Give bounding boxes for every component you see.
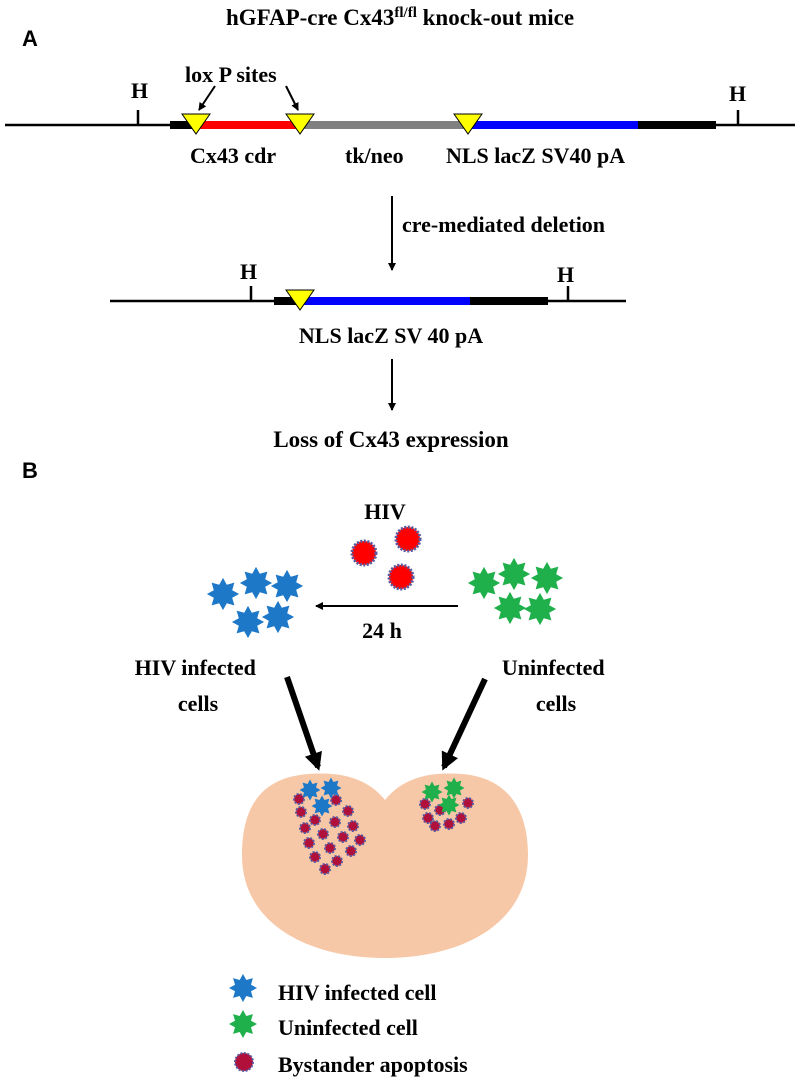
apoptosis-cluster-left [293, 793, 366, 875]
deleted-left-flank [274, 297, 300, 305]
apoptotic-cell [303, 837, 315, 849]
uninfected-cell [523, 592, 557, 626]
right-flank-segment [638, 121, 716, 129]
loxp-triangle-remaining [285, 289, 315, 311]
infected-cell [206, 577, 240, 611]
uninfected-cells-label: Uninfected cells [502, 655, 610, 716]
apoptotic-cell [462, 797, 474, 809]
apoptotic-cell [324, 842, 336, 854]
infected-transplant-arrow [284, 676, 322, 771]
infected-cell [239, 566, 273, 600]
legend-apoptosis-icon [234, 1052, 254, 1072]
legend: HIV infected cell Uninfected cell Bystan… [229, 974, 468, 1077]
apoptotic-cell [317, 828, 329, 840]
apoptotic-cell [309, 851, 321, 863]
panel-b-label: B [22, 458, 38, 483]
hiv-virion [387, 563, 415, 591]
left-flank-segment [170, 121, 196, 129]
infected-cell [299, 779, 321, 801]
cx43-cdr-segment [196, 121, 300, 129]
brain-section-shape [242, 773, 528, 958]
apoptotic-cell [342, 805, 354, 817]
legend-uninfected-label: Uninfected cell [278, 1015, 418, 1040]
apoptotic-cell [455, 812, 467, 824]
uninfected-cell [467, 566, 501, 600]
infected-cell [320, 777, 342, 799]
infected-cell [311, 795, 333, 817]
panel-a-title: hGFAP-cre Cx43fl/fl knock-out mice [226, 5, 574, 30]
brain-section [242, 773, 528, 958]
uninfected-cell [530, 561, 564, 595]
legend-infected-label: HIV infected cell [278, 980, 436, 1005]
apoptosis-cluster-right [419, 797, 474, 832]
hindiii-site-bottom-left: H [240, 259, 257, 284]
apoptotic-cell [354, 834, 366, 846]
uninfected-cells-cluster [467, 557, 564, 626]
time-label: 24 h [362, 618, 402, 643]
apoptotic-cell [347, 820, 359, 832]
panel-a-label: A [22, 26, 38, 51]
apoptotic-cell [345, 845, 357, 857]
infected-cells-label: HIV infected cells [135, 655, 262, 716]
loxp-triangle-3 [453, 113, 483, 135]
hiv-virions [350, 525, 422, 591]
infected-cell [261, 600, 295, 634]
uninfected-transplant-arrow [441, 677, 488, 771]
apoptotic-cell [329, 816, 341, 828]
apoptotic-cell [319, 863, 331, 875]
nls-lacz-label: NLS lacZ SV40 pA [446, 143, 625, 168]
infected-cells-cluster [206, 566, 304, 639]
loxp-triangle-2 [285, 113, 315, 135]
apoptotic-cell [330, 794, 342, 806]
tkneo-label: tk/neo [345, 143, 404, 168]
apoptotic-cell [419, 798, 431, 810]
apoptotic-cell [295, 806, 307, 818]
apoptotic-cell [293, 793, 305, 805]
loxp-sites-label: lox P sites [185, 62, 277, 87]
apoptotic-cell [422, 812, 434, 824]
loxp-pointer-left [198, 85, 216, 111]
hindiii-site-right: H [729, 81, 746, 106]
apoptotic-cell [429, 820, 441, 832]
infected-cell [231, 605, 265, 639]
hindiii-site-bottom-right: H [557, 262, 574, 287]
deleted-construct-label: NLS lacZ SV 40 pA [299, 323, 483, 348]
legend-infected-icon [229, 974, 257, 1002]
uninfected-cell [438, 794, 460, 816]
uninfected-cell [421, 781, 443, 803]
hiv-virion [394, 525, 422, 553]
tkneo-segment [300, 121, 468, 129]
legend-uninfected-icon [229, 1010, 257, 1038]
apoptotic-cell [443, 818, 455, 830]
apoptotic-cell [309, 814, 321, 826]
infected-cell [270, 569, 304, 603]
apoptotic-cell [331, 855, 343, 867]
apoptotic-cell [299, 822, 311, 834]
hiv-virion [350, 539, 378, 567]
uninfected-cell [493, 591, 527, 625]
hindiii-site-left: H [131, 78, 148, 103]
legend-apoptosis-label: Bystander apoptosis [278, 1052, 468, 1077]
apoptotic-cell [337, 831, 349, 843]
deleted-right-flank [470, 297, 548, 305]
loxp-pointer-right [285, 85, 299, 111]
cx43-cdr-label: Cx43 cdr [190, 143, 276, 168]
nls-lacz-segment [468, 121, 638, 129]
uninfected-cell [497, 557, 531, 591]
loxp-triangle-1 [181, 113, 211, 135]
hiv-label: HIV [364, 499, 406, 524]
cre-deletion-label: cre-mediated deletion [402, 212, 605, 237]
loss-of-expression-label: Loss of Cx43 expression [273, 427, 509, 452]
deleted-nls-segment [300, 297, 470, 305]
uninfected-cell [443, 777, 465, 799]
